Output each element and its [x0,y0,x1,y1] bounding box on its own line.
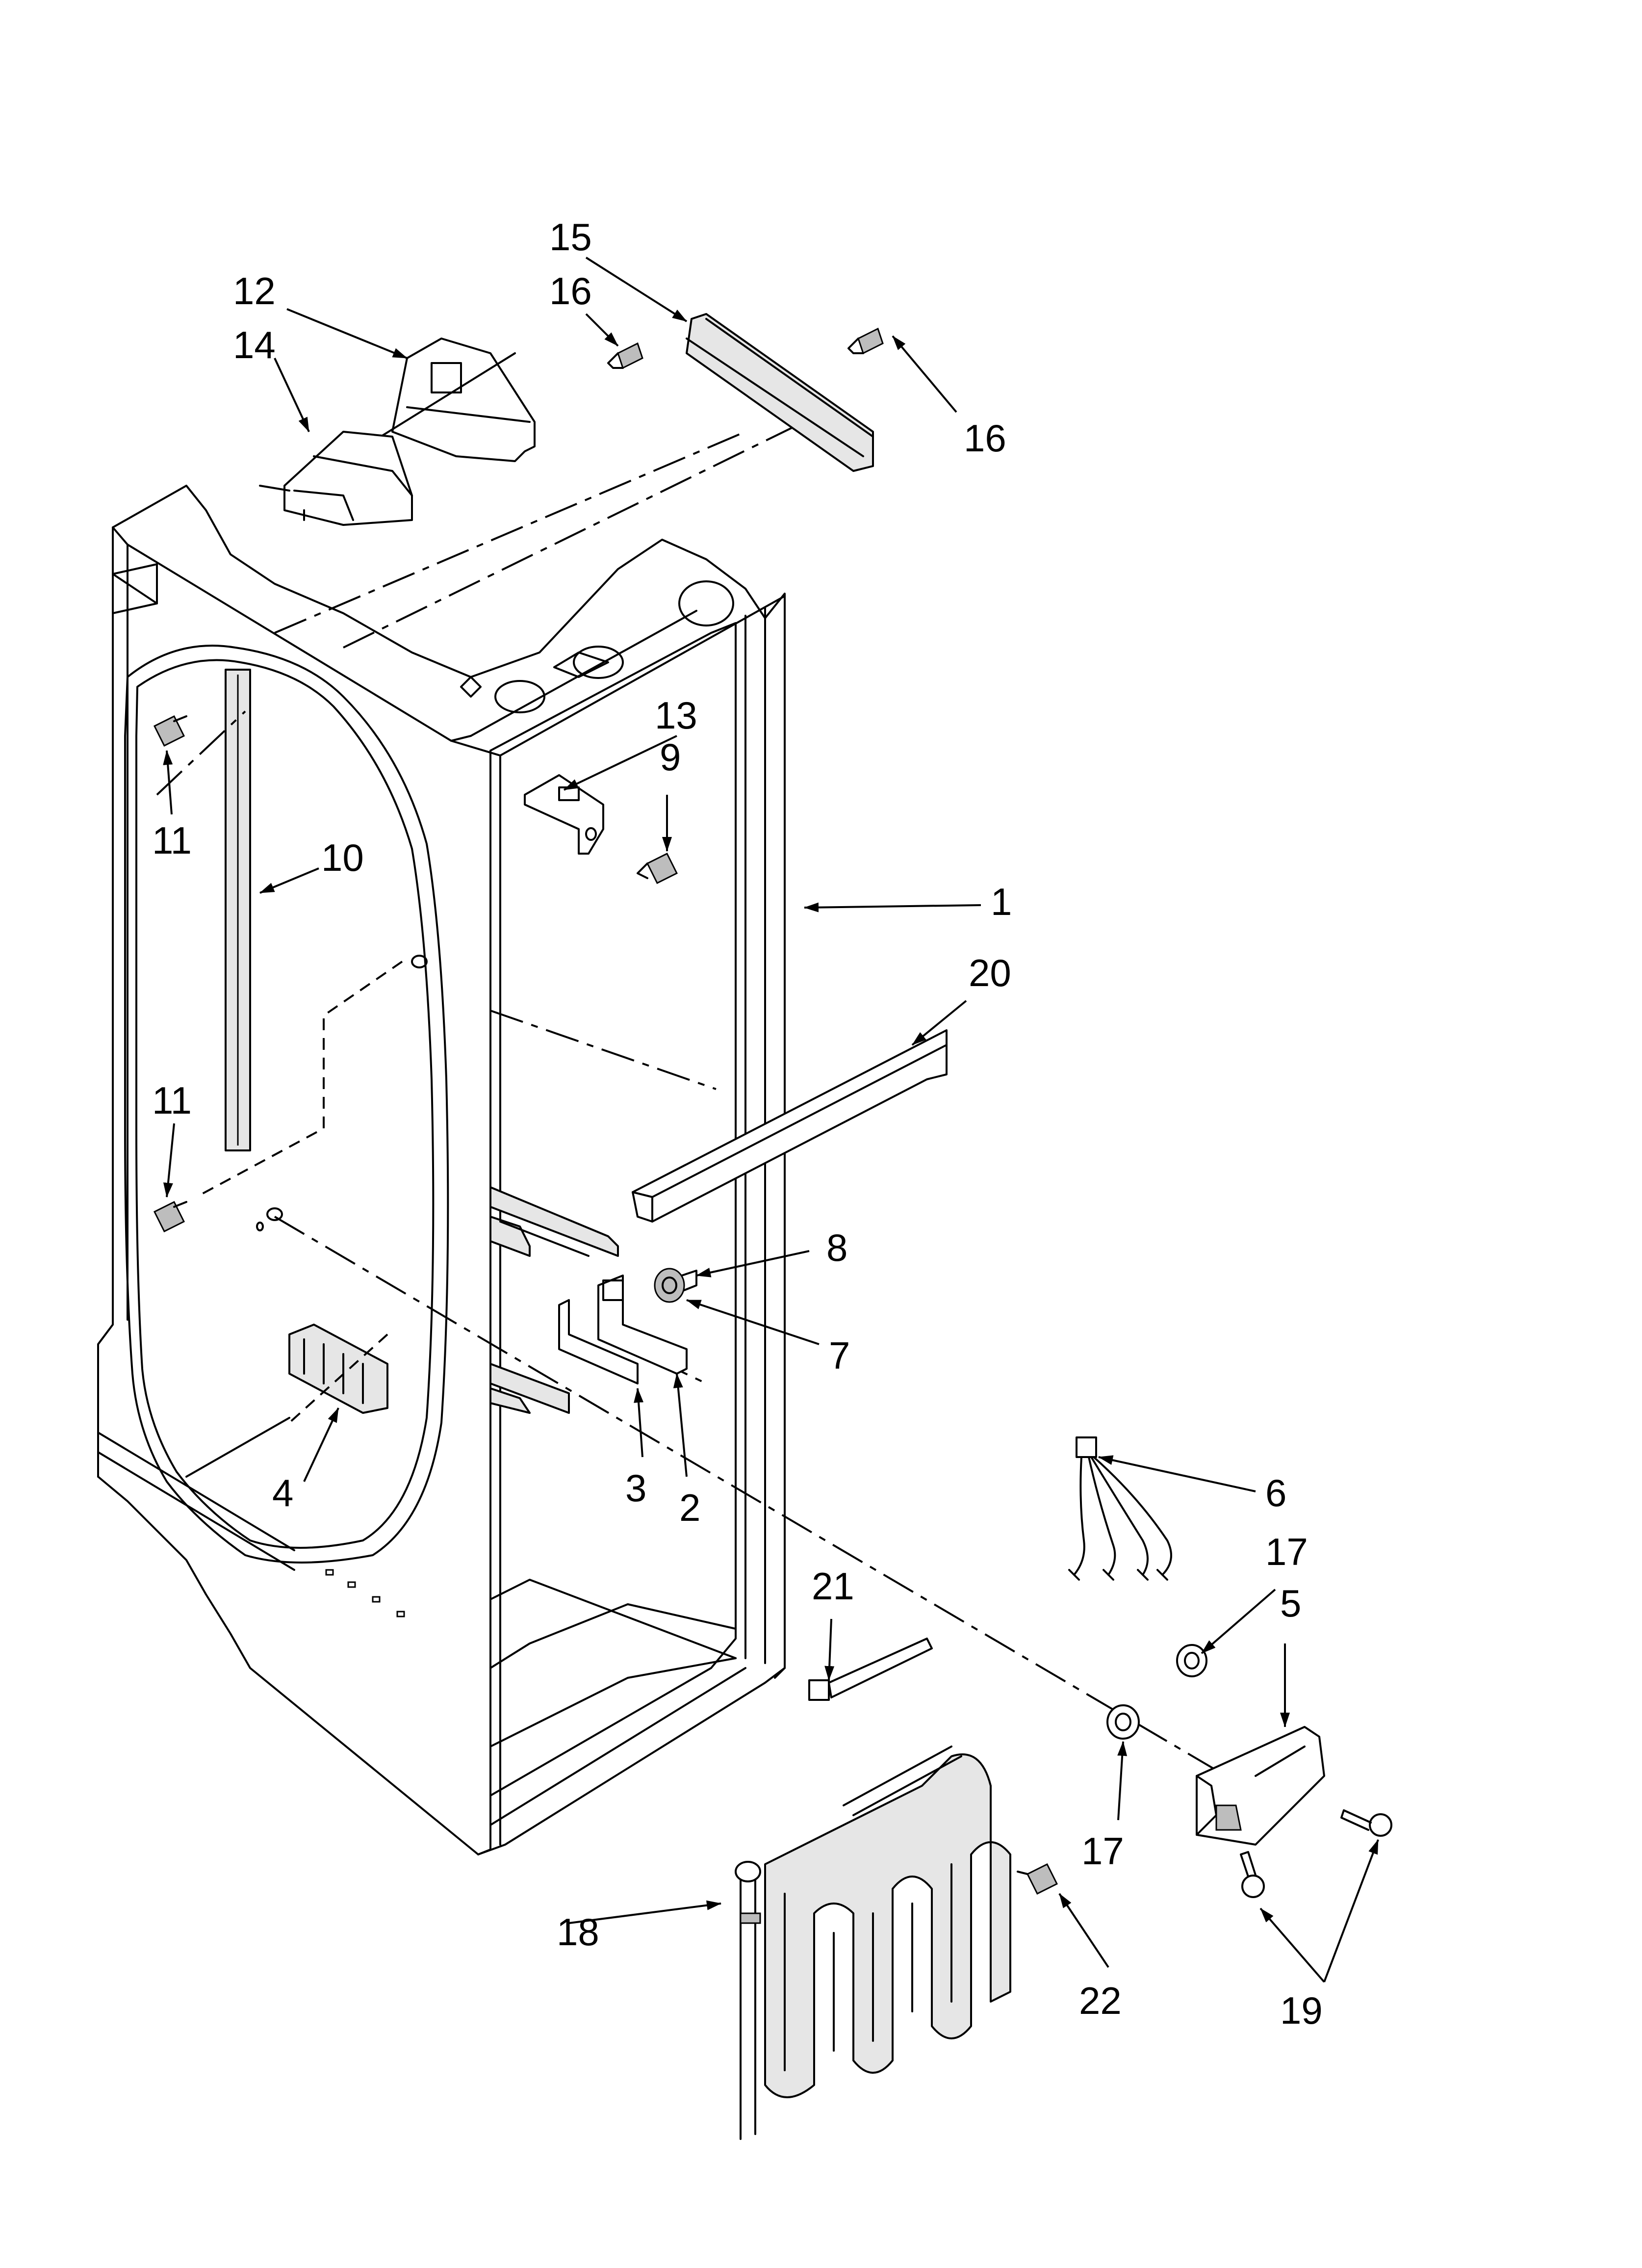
callout-10: 10 [321,836,364,879]
callout-19: 19 [1280,1989,1323,2032]
screw-16-left [607,342,643,369]
callout-8: 8 [826,1226,847,1269]
callout-17-top: 17 [1265,1530,1308,1573]
callout-1: 1 [991,880,1012,923]
callout-17-bottom: 17 [1081,1829,1124,1873]
part-2-3-brackets [558,1275,688,1384]
leader-arrows [163,257,1379,1983]
callout-14: 14 [233,323,276,366]
screw-16-right [847,327,884,355]
callout-2: 2 [679,1486,700,1529]
cabinet-liner [97,485,786,1855]
callout-16-right: 16 [964,417,1006,460]
part-21-cable-tie [808,1638,933,1701]
callout-15: 15 [549,215,592,259]
screw-22 [1017,1863,1058,1895]
part-7-8-knob [654,1268,697,1303]
part-13-bracket [524,774,604,855]
callout-16-top: 16 [549,269,592,313]
callout-12: 12 [233,269,276,313]
callout-13: 13 [655,694,697,737]
screw-11-bottom [153,1200,187,1233]
callout-9: 9 [660,735,681,779]
callout-20: 20 [969,951,1011,994]
part-17-grommet-top [1176,1644,1207,1677]
part-4-grille [185,1324,388,1478]
part-14-control-housing [259,431,413,526]
part-12-bracket [372,338,536,462]
part-18-heater [735,1746,1011,2140]
callout-6: 6 [1265,1471,1286,1514]
part-19-screw-bottom [1240,1851,1265,1898]
callout-5: 5 [1280,1582,1301,1625]
screw-11-top [153,715,187,747]
part-6-wire-harness [1068,1436,1172,1581]
part-5-housing [1196,1726,1325,1846]
callout-22: 22 [1079,1979,1122,2022]
callout-21: 21 [812,1564,854,1608]
part-20-cover [632,1029,948,1223]
part-17-grommet-bottom [1106,1704,1140,1740]
callout-7: 7 [829,1334,850,1377]
callout-3: 3 [625,1466,646,1510]
part-19-screw-right [1340,1809,1392,1837]
callout-11-top: 11 [152,819,192,862]
callout-11-bottom: 11 [152,1079,192,1122]
screw-9 [637,852,678,885]
assembly-lines [156,411,1227,1777]
callout-labels: 15 16 16 12 14 13 9 11 10 1 20 11 8 7 4 … [152,215,1323,2032]
part-15-channel [686,313,874,472]
callout-18: 18 [557,1910,599,1954]
callout-4: 4 [272,1471,293,1514]
